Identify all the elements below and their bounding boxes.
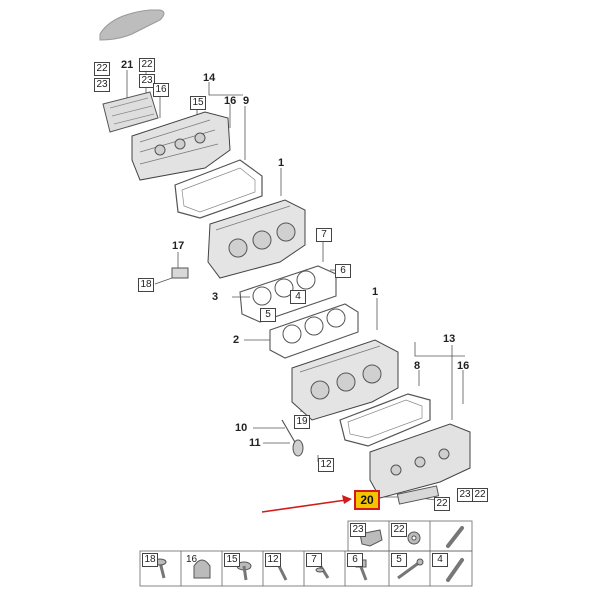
boxed-callout-22: 22 (434, 497, 450, 511)
boxed-callout-22: 22 (94, 62, 110, 76)
ring-nut-icon (407, 531, 421, 545)
callout-16: 16 (457, 360, 470, 372)
bracket-17 (171, 267, 189, 279)
head-gasket-lower (269, 303, 359, 359)
boxed-callout-15: 15 (190, 96, 206, 110)
callout-13: 13 (443, 333, 456, 345)
table-part-18[interactable]: 18 (142, 553, 158, 567)
callout-21: 21 (121, 59, 134, 71)
red-arrow-icon (261, 495, 352, 513)
boxed-callout-23: 23 (457, 488, 473, 502)
pin-icon (446, 526, 464, 548)
boxed-callout-18: 18 (138, 278, 154, 292)
dowel-icon (446, 558, 464, 582)
table-part-5[interactable]: 5 (391, 553, 407, 567)
cylinder-head-upper (131, 111, 231, 181)
camshaft-housing-lower (369, 423, 471, 499)
boxed-callout-22: 22 (472, 488, 488, 502)
table-part-4[interactable]: 4 (432, 553, 448, 567)
screw-icon (397, 558, 424, 580)
car-thumbnail-icon (99, 9, 165, 41)
callout-3: 3 (212, 291, 219, 303)
boxed-callout-19: 19 (294, 415, 310, 429)
table-part-23[interactable]: 23 (350, 523, 366, 537)
valve-cover-upper (102, 91, 159, 133)
boxed-callout-12: 12 (318, 458, 334, 472)
cylinder-head-block-upper (207, 199, 306, 279)
callout-1: 1 (278, 157, 285, 169)
callout-9: 9 (243, 95, 250, 107)
table-part-7[interactable]: 7 (306, 553, 322, 567)
cap-nut-icon (193, 559, 211, 579)
valve-spring (281, 419, 304, 457)
boxed-callout-23: 23 (139, 74, 155, 88)
table-part-16[interactable]: 16 (186, 554, 198, 565)
boxed-callout-22: 22 (139, 58, 155, 72)
boxed-callout-16: 16 (153, 83, 169, 97)
boxed-callout-23: 23 (94, 78, 110, 92)
parts-table-grid (139, 520, 473, 587)
sensor-part (396, 485, 440, 505)
gasket-lower (339, 393, 431, 447)
callout-2: 2 (233, 334, 240, 346)
highlighted-part-20[interactable]: 20 (354, 490, 380, 510)
callout-11: 11 (249, 437, 261, 449)
cylinder-head-lower (291, 339, 399, 421)
table-part-15[interactable]: 15 (224, 553, 240, 567)
callout-17: 17 (172, 240, 185, 252)
callout-16: 16 (224, 95, 237, 107)
table-part-22[interactable]: 22 (391, 523, 407, 537)
callout-8: 8 (414, 360, 421, 372)
table-part-6[interactable]: 6 (347, 553, 363, 567)
boxed-callout-7: 7 (316, 228, 332, 242)
boxed-callout-4: 4 (290, 290, 306, 304)
head-gasket-upper (239, 265, 337, 323)
table-part-12[interactable]: 12 (265, 553, 281, 567)
callout-10: 10 (235, 422, 248, 434)
boxed-callout-6: 6 (335, 264, 351, 278)
callout-1: 1 (372, 286, 379, 298)
callout-14: 14 (203, 72, 216, 84)
boxed-callout-5: 5 (260, 308, 276, 322)
gasket-upper (174, 159, 263, 219)
